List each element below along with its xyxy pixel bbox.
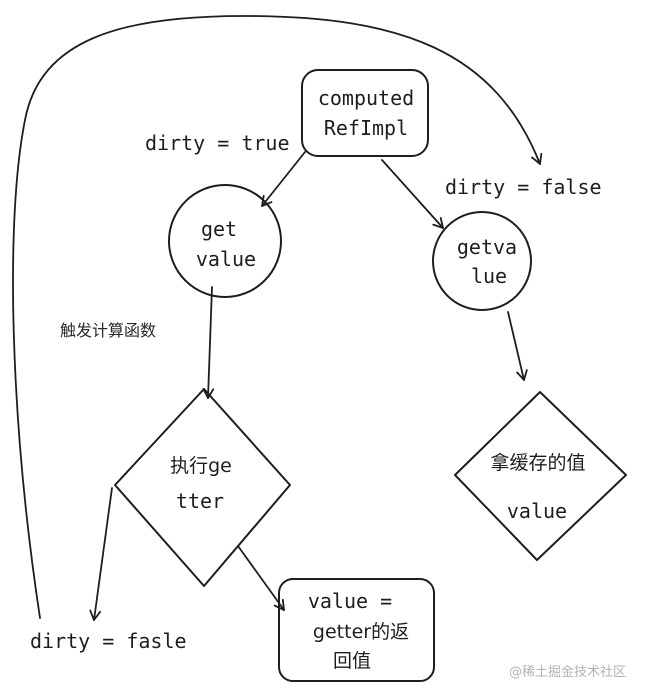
dirty-fasle-label: dirty = fasle xyxy=(30,629,187,653)
trigger-compute-label: 触发计算函数 xyxy=(60,321,156,340)
exec-getter-line1: 执行ge xyxy=(170,455,232,477)
cached-value-node: 拿缓存的值 value xyxy=(454,391,627,561)
arrow-to-exec-getter xyxy=(202,286,215,399)
exec-getter-line2: tter xyxy=(176,489,224,513)
arrow-to-get-value xyxy=(261,151,306,207)
get-value-line2: value xyxy=(196,247,256,271)
get-value-node: get value xyxy=(168,184,282,298)
getvalue-line1: getva xyxy=(457,235,517,259)
arrow-to-dirty-fasle xyxy=(89,487,113,621)
dirty-false-label: dirty = false xyxy=(445,175,602,199)
getvalue-line2: lue xyxy=(471,264,507,288)
cached-value-line1: 拿缓存的值 xyxy=(490,451,585,474)
getvalue-node: getva lue xyxy=(432,211,532,311)
computed-refimpl-line1: computed xyxy=(318,86,414,110)
value-equals-getter-node: value = getter的返 回值 xyxy=(278,578,435,682)
value-equals-getter-line1: value = xyxy=(308,589,392,613)
loop-arrow xyxy=(12,15,543,619)
computed-refimpl-node: computed RefImpl xyxy=(301,69,429,157)
computed-refimpl-line2: RefImpl xyxy=(324,116,408,140)
value-equals-getter-line2: getter的返 xyxy=(313,621,409,643)
value-equals-getter-line3: 回值 xyxy=(333,650,371,672)
watermark-text: @稀土掘金技术社区 xyxy=(509,664,626,680)
cached-value-line2: value xyxy=(507,499,567,523)
arrow-to-getvalue xyxy=(381,159,444,229)
arrow-to-cached-value xyxy=(507,311,528,381)
dirty-true-label: dirty = true xyxy=(145,131,290,155)
get-value-line1: get xyxy=(201,217,237,241)
exec-getter-node: 执行ge tter xyxy=(114,388,291,587)
arrow-to-value-equals-getter xyxy=(237,545,285,611)
